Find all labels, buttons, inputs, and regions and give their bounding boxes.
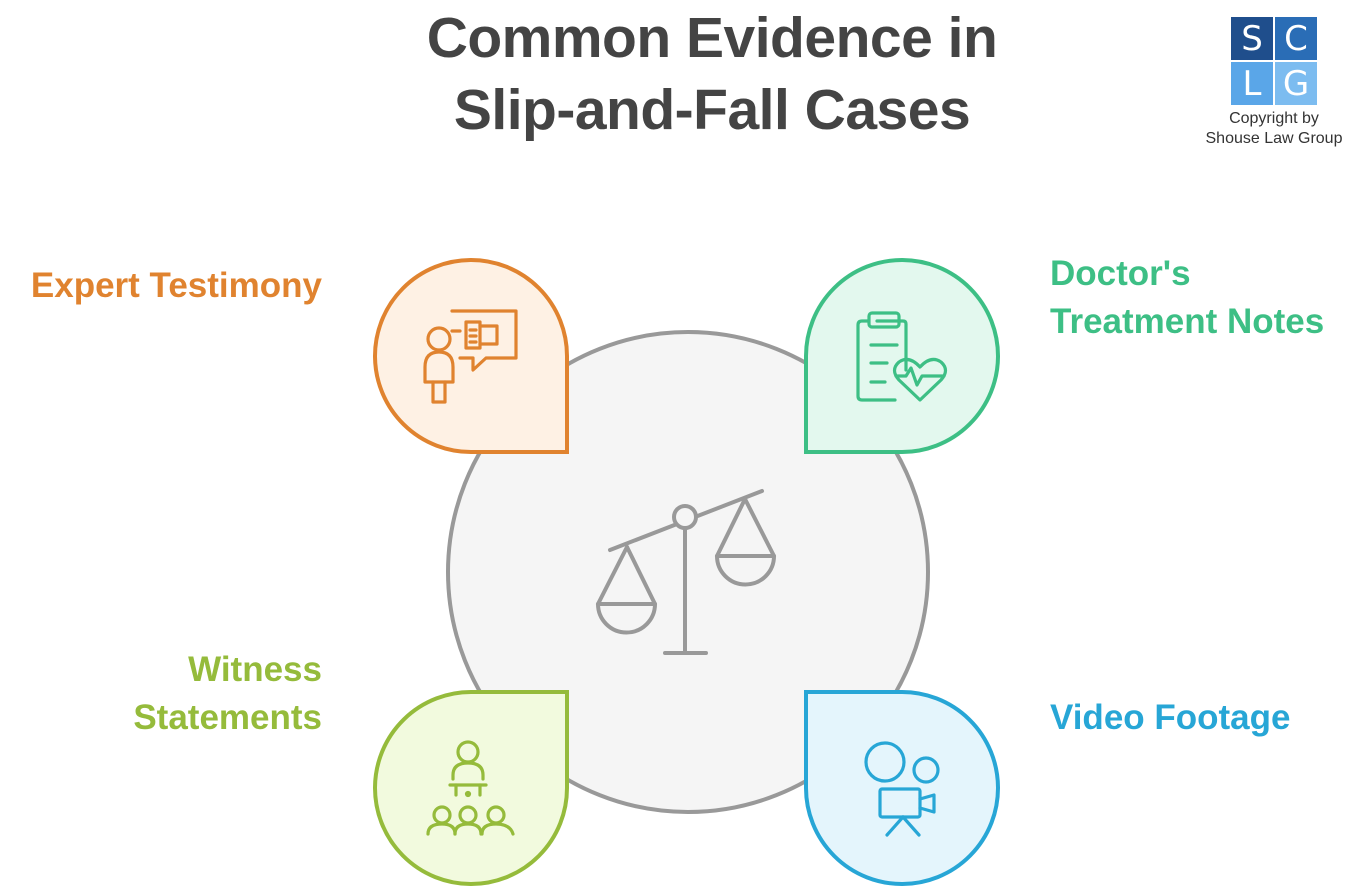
logo-caption: Copyright by Shouse Law Group <box>1196 109 1352 149</box>
doctors-notes-label-line-2: Treatment Notes <box>1050 302 1325 341</box>
logo-caption-line-2: Shouse Law Group <box>1205 130 1343 147</box>
presenter-board-icon <box>423 309 518 404</box>
video-footage-label: Video Footage <box>1050 694 1362 742</box>
logo-letter-l: L <box>1231 62 1273 105</box>
video-footage-node <box>804 689 1000 886</box>
speaker-audience-icon <box>426 740 515 836</box>
company-logo: S C L G Copyright by Shouse Law Group <box>1196 17 1352 149</box>
witness-statements-label: Witness Statements <box>0 646 322 742</box>
logo-grid: S C L G <box>1231 17 1317 105</box>
witness-statements-node <box>373 689 569 886</box>
expert-testimony-drop <box>373 258 569 455</box>
doctors-notes-node <box>804 258 1000 455</box>
title-line-2: Slip-and-Fall Cases <box>453 78 971 142</box>
expert-testimony-label-line-1: Expert Testimony <box>30 266 322 305</box>
logo-letter-g: G <box>1275 62 1317 105</box>
expert-testimony-node <box>373 258 569 455</box>
doctors-notes-drop <box>804 258 1000 455</box>
witness-statements-drop <box>373 689 569 886</box>
page-title: Common Evidence in Slip-and-Fall Cases <box>330 2 1094 146</box>
doctors-notes-label: Doctor's Treatment Notes <box>1050 250 1362 346</box>
expert-testimony-label: Expert Testimony <box>0 262 322 310</box>
title-line-1: Common Evidence in <box>426 6 998 70</box>
video-camera-icon <box>864 741 940 837</box>
witness-statements-label-line-2: Statements <box>133 698 322 737</box>
logo-caption-line-1: Copyright by <box>1229 110 1319 127</box>
logo-letter-c: C <box>1275 17 1317 60</box>
scales-of-justice-icon <box>596 489 776 655</box>
medical-clipboard-icon <box>856 311 948 402</box>
video-footage-label-line-1: Video Footage <box>1050 698 1291 737</box>
witness-statements-label-line-1: Witness <box>188 650 322 689</box>
doctors-notes-label-line-1: Doctor's <box>1050 254 1191 293</box>
logo-letter-s: S <box>1231 17 1273 60</box>
